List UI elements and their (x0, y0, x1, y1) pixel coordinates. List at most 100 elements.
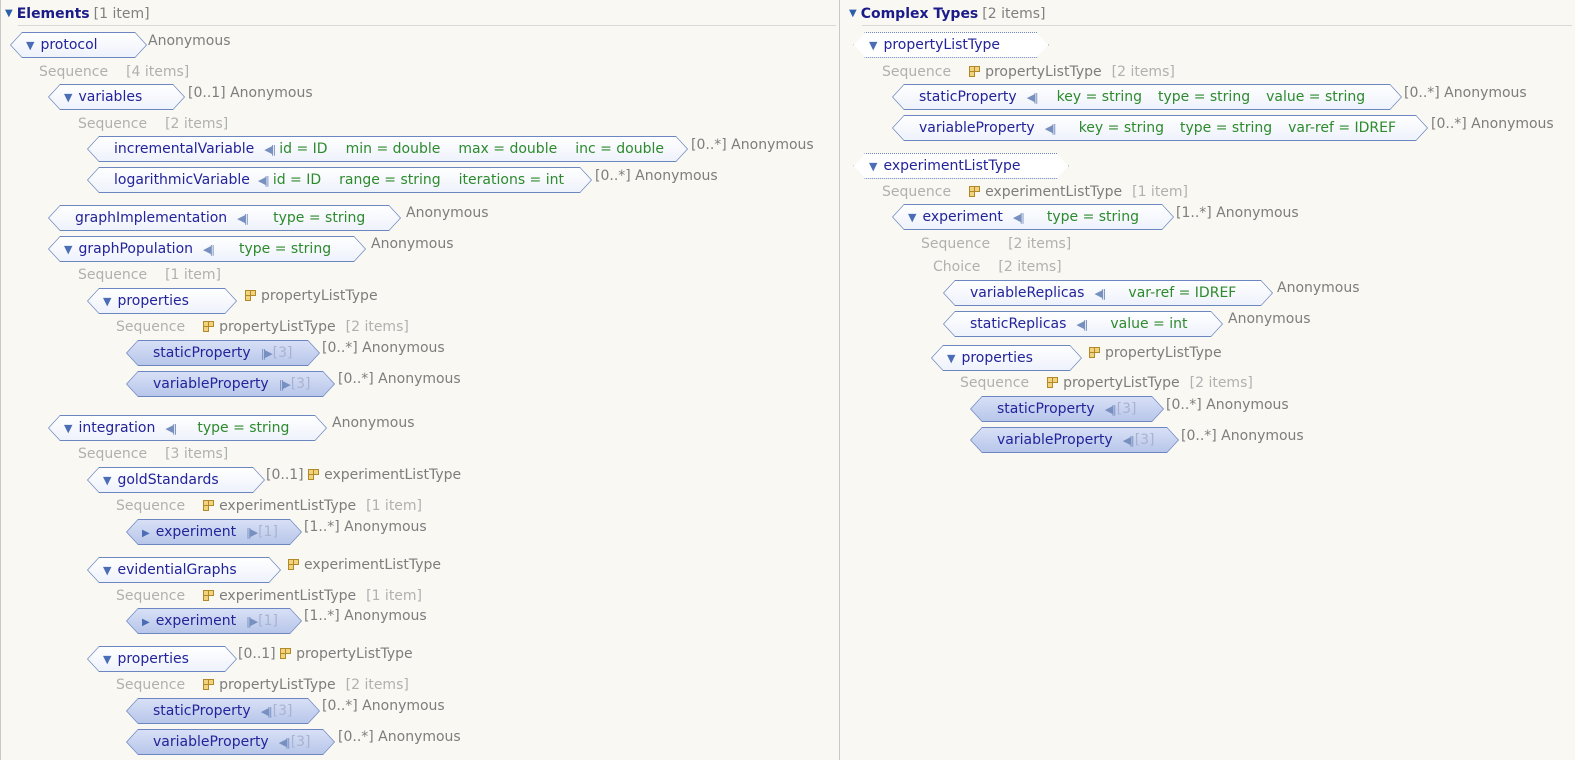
element-goldStandards[interactable]: ▼goldStandards (87, 467, 265, 493)
attribute: iterations = int (458, 172, 564, 188)
expand-toggle-icon[interactable]: ▶ (142, 617, 150, 628)
element-integration[interactable]: ▼integration◀‖type = string (48, 415, 327, 441)
element-experiment[interactable]: ▼experiment◀‖type = string (892, 204, 1174, 230)
complex-type-propertyListType[interactable]: ▼propertyListType (853, 32, 1049, 58)
attributes-icon: ◀‖ (1076, 318, 1088, 331)
element-staticProperty-ref[interactable]: staticProperty◀‖[3] (126, 698, 320, 724)
expand-toggle-icon[interactable]: ▼ (869, 160, 878, 173)
attribute: type = string (238, 241, 332, 257)
element-staticProperty-ref[interactable]: staticProperty‖▶[3] (126, 340, 320, 366)
attribute: key = string (1078, 120, 1165, 136)
ref-icon: ‖▶ (246, 526, 258, 539)
ref-icon: ◀‖ (1122, 434, 1135, 447)
sequence-label: Sequence[4 items] (39, 64, 190, 80)
element-graphImplementation[interactable]: graphImplementation◀‖type = string (48, 205, 401, 231)
attribute: var-ref = IDREF (1128, 285, 1237, 301)
element-type-label: Anonymous (148, 33, 231, 49)
elements-header[interactable]: ▼Elements[1 item] (5, 5, 150, 23)
expand-toggle-icon[interactable]: ▼ (947, 352, 956, 365)
attribute: type = string (273, 210, 366, 226)
element-protocol[interactable]: ▼ protocol (10, 32, 147, 58)
element-evidentialGraphs[interactable]: ▼evidentialGraphs (87, 557, 281, 583)
expand-toggle-icon[interactable]: ▼ (64, 422, 73, 435)
element-experiment-ref[interactable]: ▶experiment‖▶[1] (126, 608, 302, 634)
sequence-label: Sequence[1 item] (78, 267, 221, 283)
complex-type-icon (969, 66, 981, 77)
element-type-label: Anonymous (1228, 311, 1311, 327)
sequence-label: Sequence[2 items] (921, 236, 1072, 252)
sequence-label: Sequence[2 items] (78, 116, 229, 132)
attributes-icon: ◀‖ (1094, 287, 1106, 300)
complex-types-title: Complex Types (860, 6, 979, 22)
attribute: type = string (1180, 120, 1273, 136)
complex-types-count: [2 items] (982, 6, 1046, 22)
attributes-icon: ◀‖ (1012, 211, 1025, 224)
complex-types-header[interactable]: ▼Complex Types[2 items] (849, 5, 1046, 23)
element-staticProperty-ref[interactable]: staticProperty◀‖[3] (970, 396, 1164, 422)
ref-icon: ◀‖ (278, 736, 291, 749)
element-variableReplicas[interactable]: variableReplicas◀‖var-ref = IDREF (943, 280, 1273, 306)
element-type-label: [0..*] Anonymous (338, 371, 461, 387)
attributes-icon: ◀‖ (1026, 91, 1039, 104)
element-variableProperty-ref[interactable]: variableProperty◀‖[3] (126, 729, 335, 755)
element-properties[interactable]: ▼properties (87, 646, 237, 672)
element-experiment-ref[interactable]: ▶experiment‖▶[1] (126, 519, 302, 545)
expand-toggle-icon[interactable]: ▼ (103, 653, 112, 666)
complex-type-experimentListType[interactable]: ▼experimentListType (853, 153, 1069, 179)
attributes-icon: ◀‖ (257, 174, 270, 187)
expand-toggle-icon[interactable]: ▼ (103, 474, 112, 487)
attribute: max = double (458, 141, 558, 157)
elements-pane (0, 0, 1, 760)
attributes-icon: ◀‖ (203, 243, 215, 256)
attribute: type = string (197, 420, 290, 436)
expand-toggle-icon[interactable]: ▼ (908, 211, 917, 224)
elements-count: [1 item] (93, 6, 150, 22)
element-properties[interactable]: ▼properties (931, 345, 1082, 371)
complex-type-icon (308, 469, 320, 480)
complex-type-icon (1089, 347, 1100, 358)
sequence-label: Sequence[3 items] (78, 446, 229, 462)
expand-toggle-icon[interactable]: ▼ (26, 39, 35, 52)
expand-toggle-icon[interactable]: ▼ (869, 39, 878, 52)
element-type-label: [0..*] Anonymous (1181, 428, 1304, 444)
expand-toggle-icon[interactable]: ▶ (142, 528, 150, 539)
expand-toggle-icon[interactable]: ▼ (64, 91, 73, 104)
collapse-icon[interactable]: ▼ (849, 8, 857, 19)
expand-toggle-icon[interactable]: ▼ (103, 564, 112, 577)
collapse-icon[interactable]: ▼ (5, 8, 13, 19)
element-graphPopulation[interactable]: ▼graphPopulation◀‖type = string (48, 236, 366, 262)
element-type-label: Anonymous (406, 205, 489, 221)
element-type-label: [0..*] Anonymous (322, 698, 445, 714)
element-type-label: [0..*] Anonymous (595, 168, 718, 184)
element-variables[interactable]: ▼variables (48, 84, 185, 110)
expand-toggle-icon[interactable]: ▼ (103, 295, 112, 308)
attributes-icon: ◀‖ (1044, 122, 1057, 135)
attributes-icon: ◀‖ (165, 422, 177, 435)
element-staticReplicas[interactable]: staticReplicas◀‖value = int (943, 311, 1223, 337)
element-type-label: [1..*] Anonymous (1176, 205, 1299, 221)
complex-type-icon (280, 648, 292, 659)
element-type-label: [1..*] Anonymous (304, 519, 427, 535)
element-type-label: [0..*] Anonymous (1166, 397, 1289, 413)
attribute: var-ref = IDREF (1288, 120, 1397, 136)
element-variableProperty-ref[interactable]: variableProperty‖▶[3] (126, 371, 335, 397)
element-variableProperty-ref[interactable]: variableProperty◀‖[3] (970, 427, 1179, 453)
expand-toggle-icon[interactable]: ▼ (64, 243, 73, 256)
element-type-label: Anonymous (1277, 280, 1360, 296)
element-type-label: [0..*] Anonymous (1431, 116, 1554, 132)
attribute: id = ID (272, 172, 322, 188)
element-name: protocol (40, 37, 98, 53)
element-type-ref: [0..1] propertyListType (238, 646, 413, 662)
pane-divider[interactable] (839, 0, 848, 760)
ref-icon: ‖▶ (278, 378, 291, 391)
element-properties[interactable]: ▼properties (87, 288, 237, 314)
